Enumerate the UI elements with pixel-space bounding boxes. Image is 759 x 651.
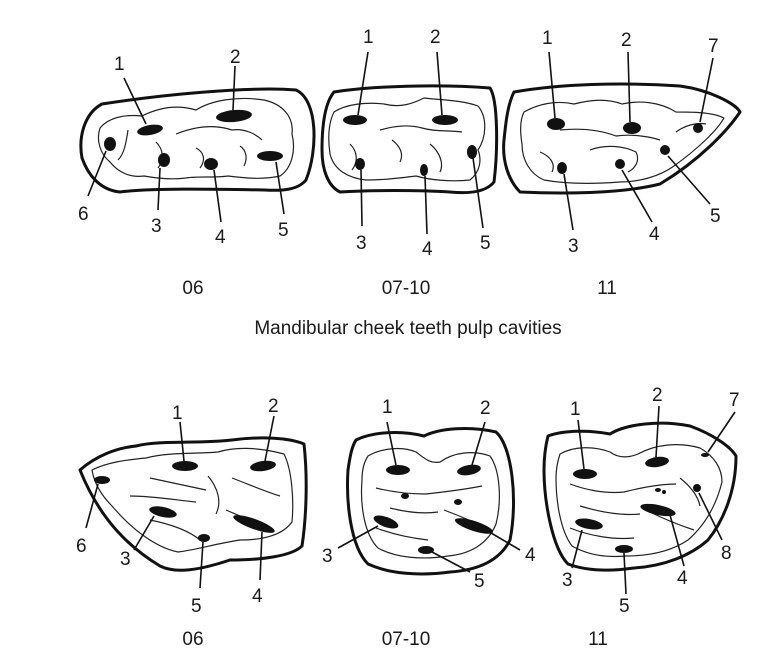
cavity-label: 1 [542,28,553,49]
cavity-label: 5 [191,596,202,617]
mandibular-tooth-11: 1 2 3 4 5 7 [504,28,740,257]
tooth-outline [544,423,736,570]
cavity-label: 2 [621,30,632,51]
pulp-cavity-1 [172,461,198,471]
tooth-label: 11 [588,629,608,650]
cavity-label: 4 [677,568,688,589]
tooth-label: 11 [597,278,617,299]
cavity-label: 1 [363,27,374,48]
pulp-cavity-8 [693,484,701,492]
cavity-label: 1 [172,403,183,424]
pulp-cavity-accessory [655,488,661,492]
cavity-label: 1 [114,54,125,75]
cavity-label: 2 [480,398,491,419]
pulp-cavity-7 [693,123,703,133]
pulp-cavity-3 [355,158,365,170]
cavity-label: 3 [322,546,333,567]
cavity-label: 6 [78,204,89,225]
pulp-cavity-6 [94,476,110,484]
maxillary-tooth-11: 1 2 3 4 5 7 8 [544,385,740,617]
cavity-label: 2 [230,47,241,68]
cavity-label: 3 [562,570,573,591]
cavity-label: 2 [268,396,279,417]
cavity-label: 4 [252,586,263,607]
leader-line [361,170,362,226]
pulp-cavity-3 [158,153,170,167]
pulp-cavity-2 [623,122,641,134]
pulp-cavity-1 [547,118,565,130]
pulp-cavity-1 [386,465,410,475]
cavity-label: 5 [278,220,289,241]
cavity-label: 5 [710,206,721,227]
cavity-label: 4 [215,227,226,248]
tooth-label: 07-10 [382,629,431,650]
cavity-label: 6 [76,536,87,557]
pulp-cavity-1 [573,469,597,479]
cavity-label: 3 [151,216,162,237]
pulp-cavity-4 [615,159,625,169]
pulp-cavity-5 [660,145,670,155]
pulp-cavity-accessory [662,490,666,494]
cavity-label: 2 [652,385,663,406]
cavity-label: 4 [422,239,433,260]
maxillary-tooth-07-10: 1 2 3 4 5 [322,397,536,592]
cavity-label: 3 [356,233,367,254]
cavity-label: 3 [568,236,579,257]
cavity-label: 7 [729,390,740,411]
pulp-cavity-1 [343,115,367,125]
cavity-label: 7 [708,36,719,57]
cavity-label: 5 [619,596,630,617]
pulp-cavity-4 [204,158,218,170]
cavity-label: 3 [120,549,131,570]
cavity-label: 5 [480,233,491,254]
pulp-cavity-4 [420,164,428,176]
tooth-label: 06 [182,629,203,650]
pulp-cavity-2 [432,115,458,125]
cavity-label: 1 [382,397,393,418]
pulp-cavity-accessory [454,499,462,505]
mandibular-tooth-06: 1 2 3 4 5 6 [78,47,314,248]
pulp-cavity-5 [198,534,210,542]
pulp-cavity-3 [557,162,567,174]
tooth-label: 07-10 [382,278,431,299]
cavity-label: 4 [649,224,660,245]
pulp-cavity-5 [615,545,633,553]
cavity-label: 2 [430,27,441,48]
section-caption: Mandibular cheek teeth pulp cavities [254,318,561,339]
tooth-label: 06 [182,278,203,299]
pulp-cavity-6 [104,137,116,151]
pulp-cavity-5 [467,145,477,159]
tooth-outline [80,438,306,570]
pulp-cavity-accessory [401,493,409,499]
pulp-cavity-5 [257,151,283,161]
pulp-cavity-5 [418,546,434,554]
cavity-label: 1 [570,399,581,420]
cavity-label: 5 [474,571,485,592]
maxillary-tooth-06: 1 2 3 4 5 6 [76,396,306,617]
pulp-cavity-7 [701,453,709,457]
mandibular-tooth-07-10: 1 2 3 4 5 [322,27,497,260]
cavity-label: 8 [721,543,732,564]
cavity-label: 4 [525,545,536,566]
